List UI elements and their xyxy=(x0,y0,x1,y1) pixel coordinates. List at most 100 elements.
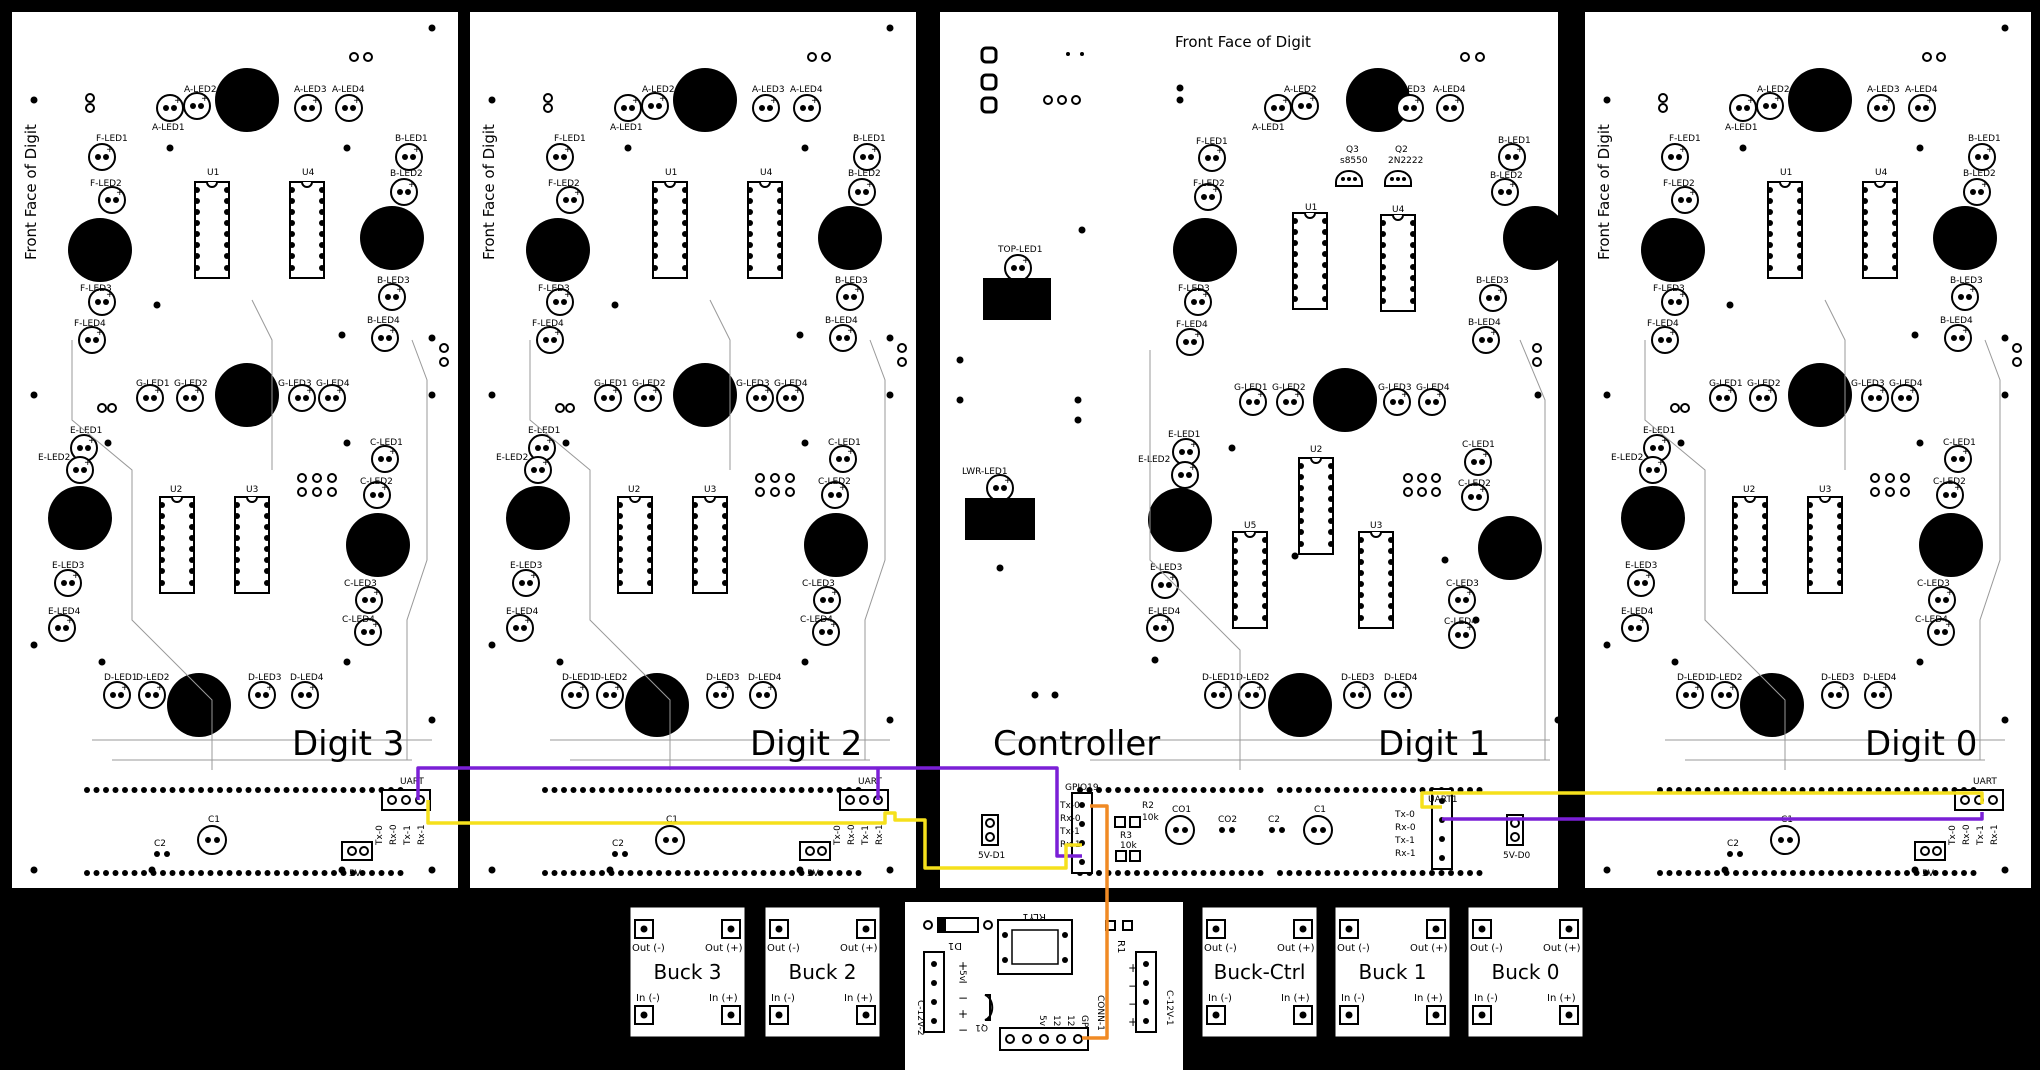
via xyxy=(751,787,757,793)
pad xyxy=(543,93,553,103)
segment-magnet xyxy=(1919,513,1983,577)
chip-label: U5 xyxy=(1244,521,1256,531)
buck-out-neg-label: Out (-) xyxy=(1470,943,1503,954)
chip-label: U4 xyxy=(1392,205,1405,215)
via xyxy=(886,716,894,724)
led-label: D-LED1 xyxy=(1677,673,1711,683)
digit1-label: Digit 1 xyxy=(1378,724,1490,764)
led-label: C-LED1 xyxy=(1462,440,1495,450)
via xyxy=(428,866,436,874)
led-label: C-LED2 xyxy=(360,477,393,487)
cap-label: C2 xyxy=(154,839,166,849)
segment-magnet xyxy=(625,673,689,737)
via xyxy=(727,1011,735,1019)
via xyxy=(1742,870,1749,876)
led-d3 xyxy=(1821,681,1849,709)
via xyxy=(1472,616,1480,624)
led-b3 xyxy=(836,283,864,311)
pad xyxy=(401,795,411,805)
resistor-r3 xyxy=(1129,850,1141,862)
segment-magnet xyxy=(1268,673,1332,737)
via xyxy=(1096,787,1102,793)
pin-label: Rx-0 xyxy=(1962,824,1972,845)
via xyxy=(694,870,700,876)
via xyxy=(770,870,776,876)
q2-label: Q2 xyxy=(1395,145,1408,155)
via xyxy=(343,658,351,666)
relay-pin-label: 12- xyxy=(1065,1015,1075,1030)
via xyxy=(112,787,119,793)
chip-label: U2 xyxy=(170,485,182,495)
buck-in-pos-label: In (+) xyxy=(1281,993,1310,1004)
via xyxy=(428,716,436,724)
pad xyxy=(1417,473,1427,483)
segment-magnet xyxy=(346,513,410,577)
segment-magnet xyxy=(673,68,737,132)
via xyxy=(188,787,195,793)
via xyxy=(1603,866,1611,874)
via xyxy=(1478,925,1486,933)
buck-board-4: Out (-)Out (+)In (-)In (+)Buck 0 xyxy=(1467,906,1584,1038)
buck-in-pos-label: In (+) xyxy=(709,993,738,1004)
led-label: G-LED1 xyxy=(594,379,628,389)
q1-label: Q1 xyxy=(975,1022,988,1032)
via xyxy=(703,787,710,793)
segment-magnet xyxy=(1148,488,1212,552)
via xyxy=(2001,391,2009,399)
via xyxy=(1704,870,1711,876)
chip-label: U1 xyxy=(1305,203,1317,213)
led-label: E-LED3 xyxy=(1625,561,1657,571)
via xyxy=(608,787,615,793)
led-label: F-LED2 xyxy=(90,179,122,189)
led-label: A-LED3 xyxy=(294,85,327,95)
via xyxy=(1904,870,1910,876)
chip-label: U2 xyxy=(628,485,640,495)
via xyxy=(1733,870,1739,876)
pad xyxy=(565,403,575,413)
led-label: G-LED1 xyxy=(136,379,170,389)
via xyxy=(886,334,894,342)
via xyxy=(1334,787,1340,793)
via xyxy=(760,870,767,876)
via xyxy=(770,787,776,793)
led-label: F-LED1 xyxy=(96,134,128,144)
via xyxy=(1176,84,1184,92)
via xyxy=(612,851,618,857)
led-label: D-LED1 xyxy=(104,673,138,683)
chip-u2 xyxy=(1297,457,1335,555)
via xyxy=(1432,925,1440,933)
via xyxy=(1062,957,1068,963)
led-a1 xyxy=(156,94,184,122)
sign: − xyxy=(1128,997,1138,1011)
via xyxy=(789,787,795,793)
pad xyxy=(85,103,95,113)
buck-name-label: Buck 1 xyxy=(1358,960,1426,984)
sign: + xyxy=(958,959,968,973)
via xyxy=(1296,787,1302,793)
pin-label: Tx-0 xyxy=(1059,801,1080,811)
led-d1 xyxy=(1204,681,1232,709)
via xyxy=(1726,301,1734,309)
pad xyxy=(297,473,307,483)
pad xyxy=(555,403,565,413)
led-label: B-LED2 xyxy=(1963,169,1996,179)
led-label: A-LED2 xyxy=(1284,85,1317,95)
led-b4 xyxy=(371,324,399,352)
5v-d0-label: 5V-D0 xyxy=(1503,851,1531,861)
buck-out-pos-label: Out (+) xyxy=(705,943,743,954)
pad xyxy=(327,487,337,497)
via xyxy=(1396,177,1400,181)
via xyxy=(1238,870,1245,876)
pad xyxy=(923,920,933,930)
uart-label: UART xyxy=(858,777,882,787)
pad xyxy=(1460,52,1470,62)
via xyxy=(150,870,157,876)
via xyxy=(1778,837,1784,843)
led-label: F-LED3 xyxy=(80,284,112,294)
via xyxy=(589,787,596,793)
buck-board-1: Out (-)Out (+)In (-)In (+)Buck 2 xyxy=(764,906,881,1038)
via xyxy=(672,837,678,843)
led-label: B-LED3 xyxy=(1950,276,1983,286)
via xyxy=(640,925,648,933)
